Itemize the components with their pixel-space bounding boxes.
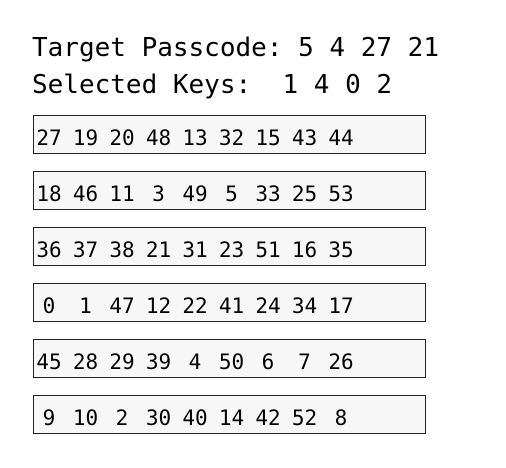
key-button[interactable]: 3 [152, 182, 165, 206]
key-button[interactable]: 18 [36, 182, 62, 206]
key-button[interactable]: 14 [218, 406, 245, 430]
key-button[interactable]: 9 [42, 406, 56, 430]
key-button[interactable]: 37 [72, 238, 99, 262]
key-button[interactable]: 39 [145, 350, 172, 374]
key-row: 9 10 2 30 40 14 42 52 8 [33, 395, 426, 434]
key-button[interactable]: 13 [182, 126, 208, 150]
key-button[interactable]: 47 [109, 294, 135, 318]
target-passcode-line: Target Passcode: 5 4 27 21 [32, 33, 439, 63]
key-button[interactable]: 40 [182, 406, 208, 430]
key-button[interactable]: 26 [328, 350, 354, 374]
key-button[interactable]: 48 [145, 126, 172, 150]
key-button[interactable]: 22 [182, 294, 208, 318]
key-button[interactable]: 28 [72, 350, 99, 374]
key-button[interactable]: 41 [218, 294, 245, 318]
key-button[interactable]: 44 [328, 126, 354, 150]
key-button[interactable]: 1 [79, 294, 92, 318]
key-button[interactable]: 15 [255, 126, 281, 150]
key-button[interactable]: 17 [328, 294, 354, 318]
key-button[interactable]: 30 [145, 406, 172, 430]
selected-keys-values: 1 4 0 2 [282, 70, 393, 100]
key-button[interactable]: 6 [261, 350, 275, 374]
key-button[interactable]: 31 [182, 238, 208, 262]
key-button[interactable]: 5 [225, 182, 238, 206]
key-button[interactable]: 16 [291, 238, 318, 262]
key-button[interactable]: 27 [36, 126, 62, 150]
key-button[interactable]: 51 [255, 238, 281, 262]
key-button[interactable]: 8 [334, 406, 348, 430]
key-button[interactable]: 11 [109, 182, 135, 206]
key-row: 27 19 20 48 13 32 15 43 44 [33, 115, 426, 154]
key-button[interactable]: 21 [145, 238, 172, 262]
target-passcode-label: Target Passcode: [32, 33, 283, 63]
key-button[interactable]: 19 [72, 126, 99, 150]
target-passcode-values: 5 4 27 21 [298, 33, 439, 63]
key-button[interactable]: 46 [72, 182, 99, 206]
key-button[interactable]: 35 [328, 238, 354, 262]
key-button[interactable]: 43 [291, 126, 318, 150]
key-button[interactable]: 2 [115, 406, 129, 430]
key-button[interactable]: 24 [255, 294, 281, 318]
key-button[interactable]: 7 [298, 350, 311, 374]
key-button[interactable]: 10 [72, 406, 99, 430]
key-button[interactable]: 25 [291, 182, 318, 206]
key-row: 18 46 11 3 49 5 33 25 53 [33, 171, 426, 210]
key-button[interactable]: 12 [145, 294, 172, 318]
key-button[interactable]: 45 [36, 350, 62, 374]
key-button[interactable]: 38 [109, 238, 135, 262]
key-button[interactable]: 53 [328, 182, 354, 206]
key-button[interactable]: 34 [291, 294, 318, 318]
key-button[interactable]: 42 [255, 406, 281, 430]
key-button[interactable]: 0 [42, 294, 56, 318]
key-button[interactable]: 52 [291, 406, 318, 430]
key-button[interactable]: 36 [36, 238, 62, 262]
key-button[interactable]: 33 [255, 182, 281, 206]
selected-keys-label: Selected Keys: [32, 70, 252, 100]
key-button[interactable]: 23 [218, 238, 245, 262]
key-row: 36 37 38 21 31 23 51 16 35 [33, 227, 426, 266]
key-button[interactable]: 4 [188, 350, 202, 374]
key-button[interactable]: 49 [182, 182, 208, 206]
key-button[interactable]: 50 [218, 350, 245, 374]
key-button[interactable]: 29 [109, 350, 135, 374]
selected-keys-line: Selected Keys: 1 4 0 2 [32, 70, 392, 100]
key-button[interactable]: 20 [109, 126, 135, 150]
key-button[interactable]: 32 [218, 126, 245, 150]
